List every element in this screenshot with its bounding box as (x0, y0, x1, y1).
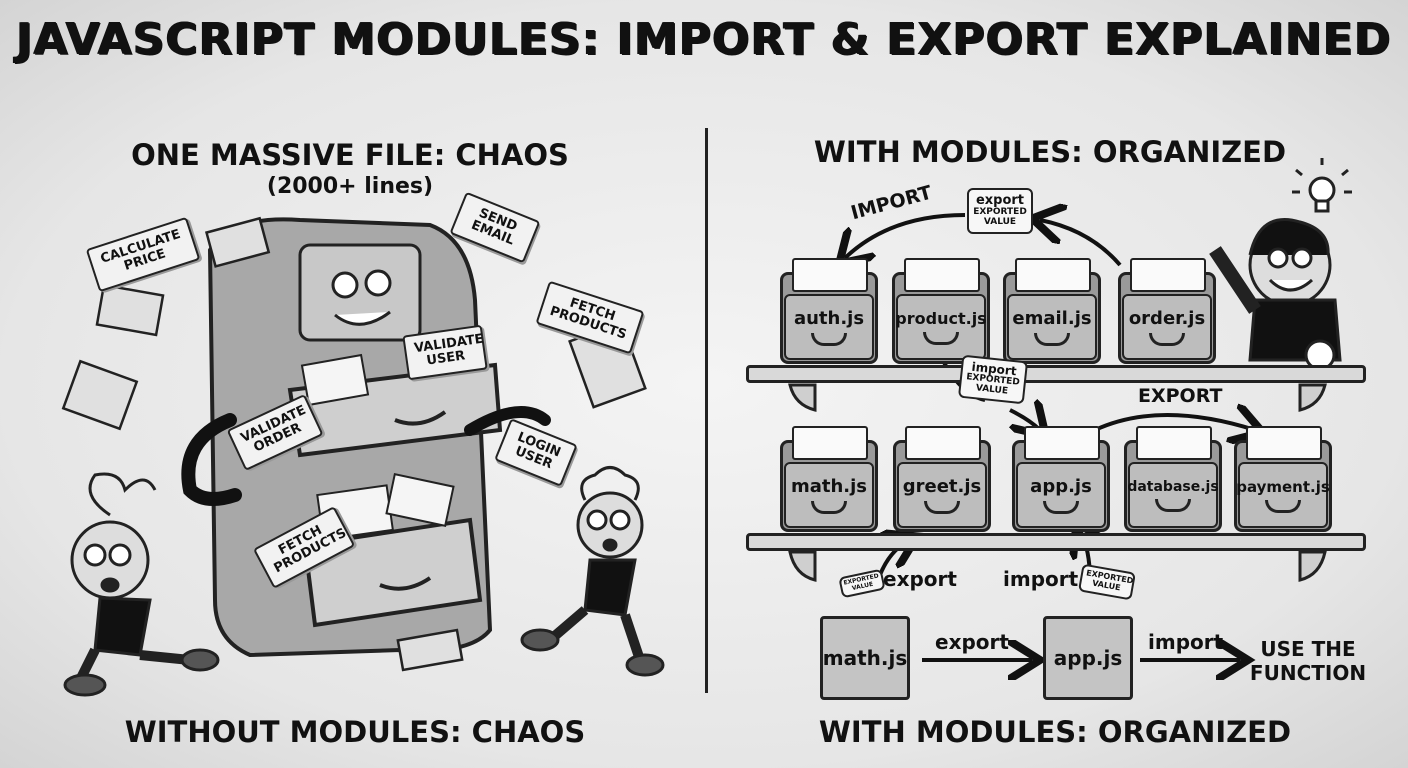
folder-label: order.js (1128, 308, 1206, 329)
folder-payment[interactable]: payment.js (1234, 426, 1332, 532)
scroll-export-title: export (975, 193, 1025, 208)
folder-label: database.js (1127, 478, 1219, 495)
folder-product[interactable]: product.js (892, 258, 990, 364)
drawer-upper-handle (394, 410, 447, 426)
folder-handle (1265, 499, 1301, 513)
folder-label: greet.js (902, 476, 982, 497)
label-export-mid: EXPORT (1138, 385, 1223, 407)
folder-label: product.js (895, 309, 987, 328)
drawer-lower-handle (379, 576, 432, 591)
folder-label: auth.js (793, 308, 865, 329)
folder-label: email.js (1012, 308, 1092, 329)
flow-target-file: app.js (1043, 616, 1133, 700)
cabinet-arm-right (464, 406, 551, 436)
happy-developer (1209, 217, 1342, 371)
developer-left (63, 472, 220, 697)
arrow-export-mid (1094, 415, 1255, 430)
folder-handle (1155, 498, 1191, 512)
folder-label: payment.js (1236, 477, 1330, 496)
arrow-import-top (845, 213, 966, 258)
scroll-export: export EXPORTED VALUE (967, 188, 1033, 235)
arrow-order-to-scroll (1040, 220, 1122, 267)
cabinet-face (298, 243, 422, 342)
scroll-import: import EXPORTED VALUE (957, 354, 1029, 405)
scroll-import-body: EXPORTED VALUE (965, 372, 1021, 397)
developer-right (520, 466, 665, 677)
folder-email[interactable]: email.js (1003, 258, 1101, 364)
folder-handle (1034, 333, 1070, 346)
folder-label: math.js (790, 476, 868, 497)
right-heading: WITH MODULES: ORGANIZED (813, 135, 1287, 169)
lightbulb-icon (1292, 158, 1352, 213)
chaos-illustration (61, 216, 665, 697)
folder-greet[interactable]: greet.js (893, 426, 991, 532)
folder-handle (923, 332, 959, 345)
eye-left (331, 271, 359, 299)
folder-auth[interactable]: auth.js (780, 258, 878, 364)
scroll-export-body: EXPORTED VALUE (973, 207, 1027, 228)
folder-handle (1043, 501, 1079, 514)
folder-handle (1149, 333, 1185, 346)
label-export-bottom: export (883, 567, 957, 591)
smile (334, 310, 391, 326)
folder-label: app.js (1030, 476, 1092, 497)
folder-order[interactable]: order.js (1118, 258, 1216, 364)
left-subheading: (2000+ lines) (266, 174, 434, 199)
divider (705, 128, 708, 693)
flow-result: USE THE FUNCTION (1249, 637, 1367, 685)
eye-right (364, 269, 392, 297)
folder-math[interactable]: math.js (780, 426, 878, 532)
flow-step-import: import (1148, 630, 1224, 654)
right-caption: WITH MODULES: ORGANIZED (818, 715, 1292, 749)
shelf-bottom (746, 533, 1366, 551)
folder-database[interactable]: database.js (1124, 426, 1222, 532)
flow-step-export: export (935, 630, 1009, 654)
left-heading: ONE MASSIVE FILE: CHAOS (131, 138, 569, 172)
folder-handle (811, 501, 847, 514)
cabinet-arm-left (181, 413, 242, 506)
shelf-top (746, 365, 1366, 383)
left-caption: WITHOUT MODULES: CHAOS (124, 715, 586, 749)
folder-app[interactable]: app.js (1012, 426, 1110, 532)
page-title: JAVASCRIPT MODULES: IMPORT & EXPORT EXPL… (16, 14, 1392, 65)
flow-source-file: math.js (820, 616, 910, 700)
label-import-bottom: import (1003, 567, 1079, 591)
folder-handle (924, 501, 960, 514)
folder-handle (811, 333, 847, 346)
